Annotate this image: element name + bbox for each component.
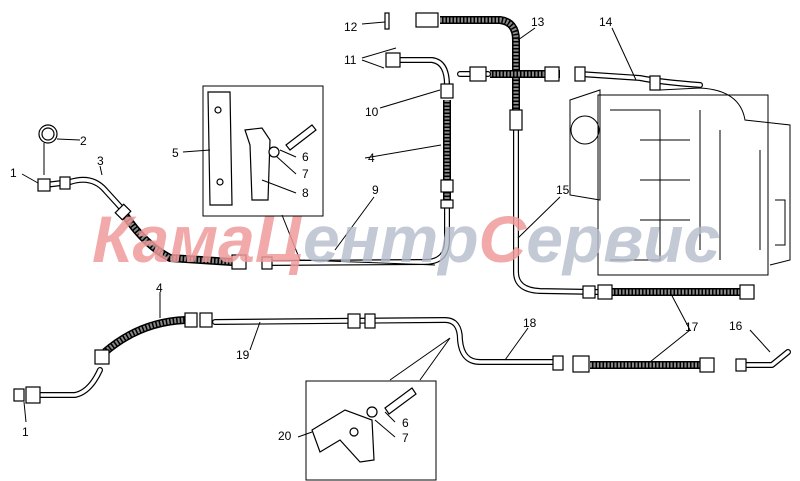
fittings — [13, 12, 755, 404]
engine-outline — [569, 87, 791, 276]
callout-20: 20 — [278, 429, 292, 443]
callout-15: 15 — [556, 183, 570, 197]
callout-6: 6 — [402, 416, 409, 430]
callout-7: 7 — [402, 431, 409, 445]
callout-11: 11 — [344, 53, 357, 67]
callout-1: 1 — [22, 425, 29, 439]
callout-3: 3 — [97, 154, 104, 168]
callout-17: 17 — [685, 320, 699, 334]
watermark-part: ентр — [303, 202, 479, 276]
callout-19: 19 — [236, 348, 250, 362]
rigid-pipes — [37, 57, 791, 398]
callout-5: 5 — [172, 146, 179, 160]
bracket-inset-upper — [202, 85, 324, 217]
callout-labels: 1 2 3 4 5 6 7 8 9 10 11 12 13 14 15 4 16… — [10, 15, 743, 445]
watermark-part: Ц — [255, 202, 303, 276]
callout-18: 18 — [523, 316, 537, 330]
callout-4: 4 — [156, 281, 163, 295]
watermark-part: Кама — [92, 202, 255, 276]
watermark: КамаЦентрСервис — [92, 202, 720, 276]
callout-10: 10 — [365, 105, 379, 119]
watermark-part: С — [479, 202, 528, 276]
callout-13: 13 — [531, 15, 545, 29]
bracket-inset-lower — [305, 380, 437, 481]
callout-2: 2 — [80, 134, 87, 148]
leader-lines — [21, 21, 771, 438]
callout-7: 7 — [302, 167, 309, 181]
callout-14: 14 — [599, 15, 613, 29]
watermark-part: ервис — [526, 202, 720, 276]
hoses — [102, 16, 740, 369]
callout-8: 8 — [302, 186, 309, 200]
callout-1: 1 — [10, 166, 17, 180]
callout-12: 12 — [344, 20, 358, 34]
callout-9: 9 — [372, 183, 379, 197]
callout-16: 16 — [729, 319, 743, 333]
callout-6: 6 — [302, 150, 309, 164]
callout-4: 4 — [368, 151, 375, 165]
